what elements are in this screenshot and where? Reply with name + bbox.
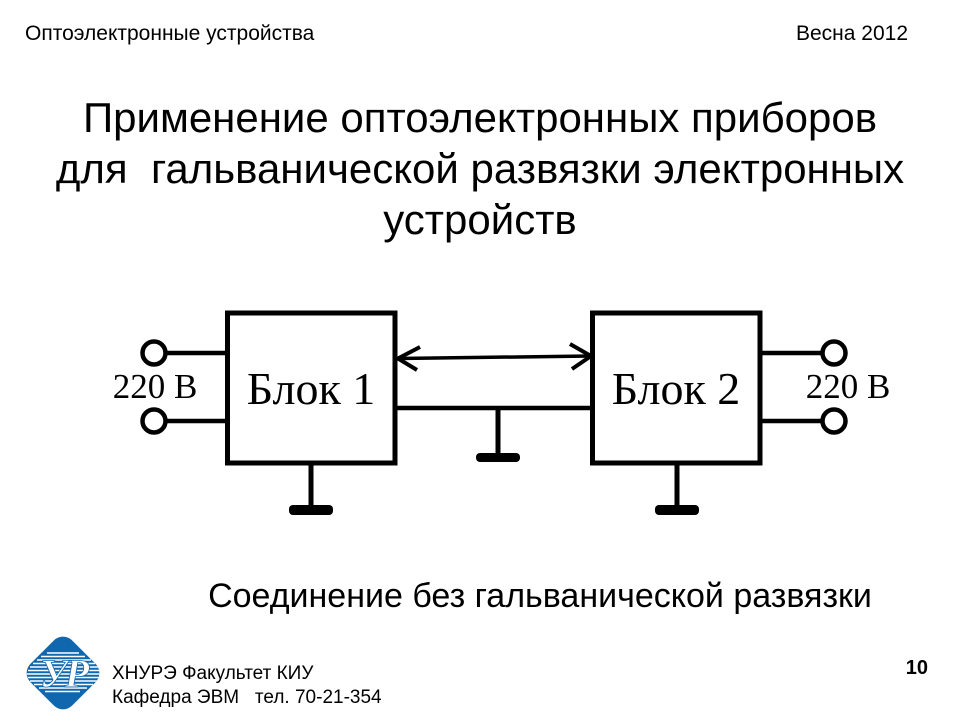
- slide-title-line-3: устройств: [383, 196, 577, 243]
- voltage-label-left: 220 В: [113, 367, 198, 406]
- block2-box: [590, 310, 763, 466]
- voltage-label-right: 220 В: [806, 367, 891, 406]
- page-number: 10: [905, 657, 928, 679]
- slide-title: Применение оптоэлектронных приборов для …: [0, 92, 960, 245]
- terminal-left-top-icon: [140, 339, 168, 367]
- block2-label: Блок 2: [612, 363, 741, 414]
- slide-title-line-1: Применение оптоэлектронных приборов: [82, 94, 878, 141]
- terminal-right-bottom-icon: [820, 407, 848, 435]
- footer-org-line-1: ХНУРЭ Факультет КИУ: [112, 663, 314, 684]
- arrowhead-right-icon: [569, 342, 595, 371]
- block1-box: [225, 310, 398, 466]
- university-logo-icon: УР: [26, 636, 101, 710]
- terminal-right-top-icon: [820, 339, 848, 367]
- footer-org-text: ХНУРЭ Факультет КИУ Кафедра ЭВМ тел. 70-…: [112, 662, 382, 710]
- galvanic-connection-diagram: 220 В Блок 1 Блок 2 220 В: [113, 310, 891, 515]
- header-course-label: Оптоэлектронные устройства: [25, 22, 315, 45]
- slide-title-line-2: для гальванической развязки электронных: [55, 145, 905, 192]
- logo-stripes: [27, 652, 101, 693]
- block1-label: Блок 1: [247, 363, 376, 414]
- ground-block2-icon: [655, 505, 699, 515]
- logo-monogram: УР: [40, 651, 90, 696]
- arrowhead-left-icon: [393, 345, 421, 372]
- ground-middle-icon: [476, 453, 520, 462]
- logo-diamond: [26, 636, 100, 710]
- signal-arrow-line: [397, 354, 592, 361]
- ground-block1-icon: [289, 505, 333, 515]
- header-semester-label: Весна 2012: [795, 22, 908, 45]
- diagram-caption: Соединение без гальванической развязки: [208, 577, 872, 615]
- terminal-left-bottom-icon: [140, 407, 168, 435]
- footer-org-line-2: Кафедра ЭВМ тел. 70-21-354: [112, 687, 382, 708]
